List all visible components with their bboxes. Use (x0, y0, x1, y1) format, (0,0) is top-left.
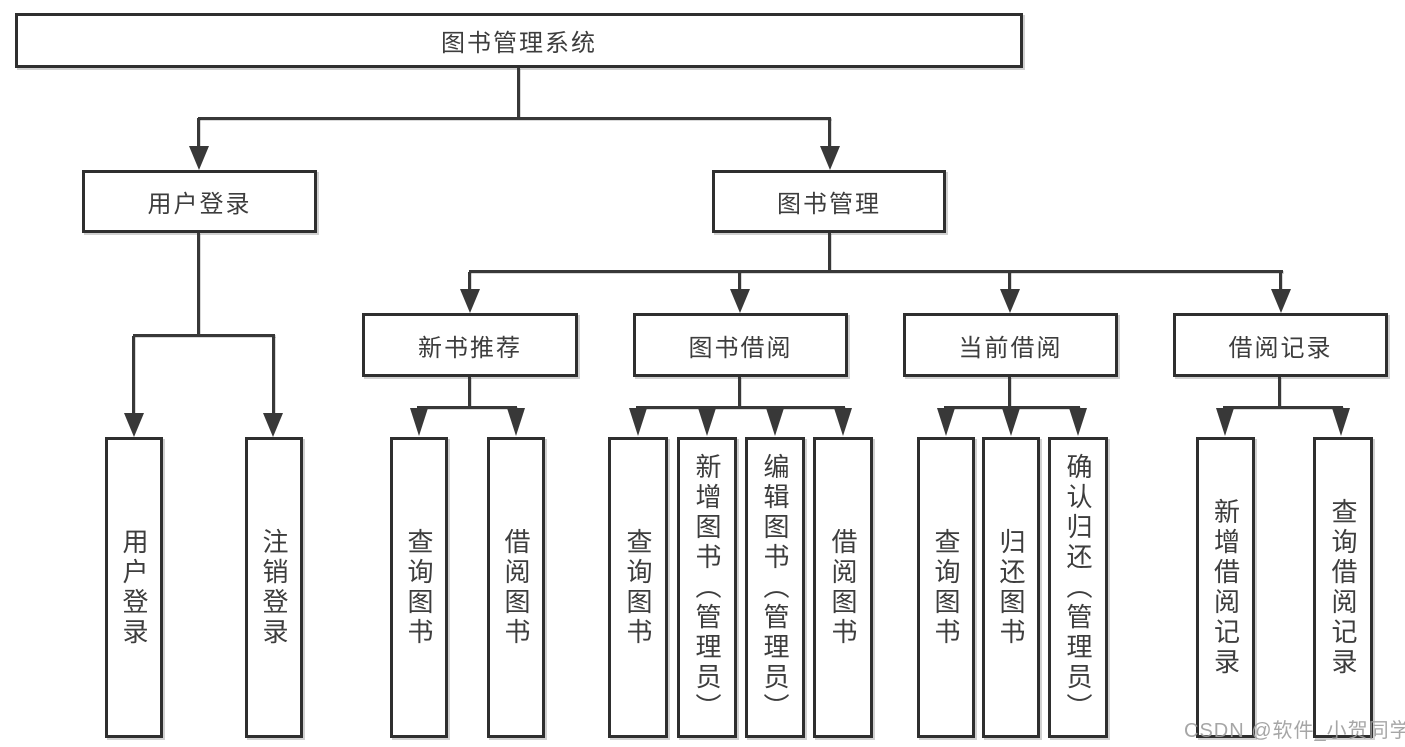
arrow-down-icon (629, 408, 647, 436)
leaf-logout: 注销登录 (245, 437, 303, 738)
leaf-borrow-books-label: 借阅图书 (828, 527, 858, 648)
leaf-user-login-label: 用户登录 (119, 527, 149, 648)
connector-recommend-bus (417, 406, 517, 409)
arrow-down-icon (460, 289, 480, 313)
connector-drop-book-management (828, 118, 831, 148)
leaf-add-borrow-record: 新增借阅记录 (1196, 437, 1255, 738)
connector-recommend-stem (468, 377, 471, 408)
node-user-login: 用户登录 (82, 170, 317, 233)
leaf-add-books-admin: 新增图书（管理员） (677, 437, 737, 738)
leaf-borrow-query-books: 查询图书 (608, 437, 668, 738)
connector-login-stem (197, 233, 200, 336)
connector-root-bus (198, 117, 831, 120)
arrow-down-icon (834, 408, 852, 436)
arrow-down-icon (263, 413, 283, 437)
connector-drop-current-borrow (1008, 272, 1011, 290)
node-new-book-recommend-label: 新书推荐 (418, 334, 522, 362)
node-book-management-label: 图书管理 (777, 191, 881, 218)
connector-drop-leaf-login (132, 336, 135, 413)
node-current-borrow-label: 当前借阅 (958, 334, 1063, 362)
connector-drop-user-login (197, 118, 200, 148)
arrow-down-icon (730, 289, 750, 313)
arrow-down-icon (1002, 408, 1020, 436)
arrow-down-icon (1271, 289, 1291, 313)
connector-current-stem (1008, 377, 1011, 408)
leaf-confirm-return-admin-label: 确认归还（管理员） (1063, 452, 1093, 723)
connector-drop-book-borrow (738, 272, 741, 290)
connector-mgmt-stem (828, 233, 831, 272)
connector-drop-borrow-records (1279, 272, 1282, 290)
arrow-down-icon (124, 413, 144, 437)
leaf-confirm-return-admin: 确认归还（管理员） (1048, 437, 1108, 738)
leaf-recommend-query-books-label: 查询图书 (404, 527, 434, 648)
leaf-query-borrow-record: 查询借阅记录 (1313, 437, 1373, 738)
connector-records-bus (1223, 406, 1343, 409)
arrow-down-icon (937, 408, 955, 436)
node-current-borrow: 当前借阅 (903, 313, 1118, 377)
connector-login-bus (133, 334, 275, 337)
connector-book-borrow-bus (636, 406, 845, 409)
connector-drop-recommend (468, 272, 471, 290)
leaf-add-books-admin-label: 新增图书（管理员） (692, 452, 722, 723)
arrow-down-icon (1000, 289, 1020, 313)
arrow-down-icon (820, 146, 840, 170)
node-root-label: 图书管理系统 (441, 30, 597, 57)
leaf-edit-books-admin-label: 编辑图书（管理员） (760, 452, 790, 723)
node-book-borrow: 图书借阅 (633, 313, 848, 377)
connector-mgmt-bus (469, 270, 1283, 273)
node-new-book-recommend: 新书推荐 (362, 313, 578, 377)
node-borrow-records: 借阅记录 (1173, 313, 1388, 377)
leaf-logout-label: 注销登录 (259, 527, 289, 648)
leaf-return-books: 归还图书 (982, 437, 1040, 738)
connector-records-stem (1278, 377, 1281, 408)
leaf-borrow-query-books-label: 查询图书 (623, 527, 653, 648)
arrow-down-icon (189, 146, 209, 170)
leaf-user-login: 用户登录 (105, 437, 163, 738)
connector-current-bus (944, 406, 1080, 409)
arrow-down-icon (1332, 408, 1350, 436)
leaf-query-borrow-record-label: 查询借阅记录 (1328, 497, 1358, 678)
leaf-edit-books-admin: 编辑图书（管理员） (745, 437, 805, 738)
leaf-recommend-borrow-books: 借阅图书 (487, 437, 545, 738)
leaf-current-query-books: 查询图书 (917, 437, 975, 738)
node-root: 图书管理系统 (15, 13, 1023, 68)
leaf-recommend-query-books: 查询图书 (390, 437, 448, 738)
leaf-current-query-books-label: 查询图书 (931, 527, 961, 648)
leaf-borrow-books: 借阅图书 (813, 437, 873, 738)
node-borrow-records-label: 借阅记录 (1228, 334, 1333, 362)
arrow-down-icon (410, 408, 428, 436)
arrow-down-icon (1216, 408, 1234, 436)
leaf-return-books-label: 归还图书 (996, 527, 1026, 648)
connector-drop-leaf-logout (272, 336, 275, 413)
leaf-add-borrow-record-label: 新增借阅记录 (1210, 497, 1241, 678)
arrow-down-icon (507, 408, 525, 436)
arrow-down-icon (1069, 408, 1087, 436)
leaf-recommend-borrow-books-label: 借阅图书 (501, 527, 531, 648)
arrow-down-icon (766, 408, 784, 436)
node-book-borrow-label: 图书借阅 (688, 334, 793, 362)
connector-root-stem (517, 68, 520, 118)
connector-book-borrow-stem (738, 377, 741, 408)
arrow-down-icon (698, 408, 716, 436)
node-book-management: 图书管理 (712, 170, 946, 233)
node-user-login-label: 用户登录 (147, 191, 252, 218)
csdn-watermark: CSDN @软件_小贺同学 (1184, 720, 1405, 742)
